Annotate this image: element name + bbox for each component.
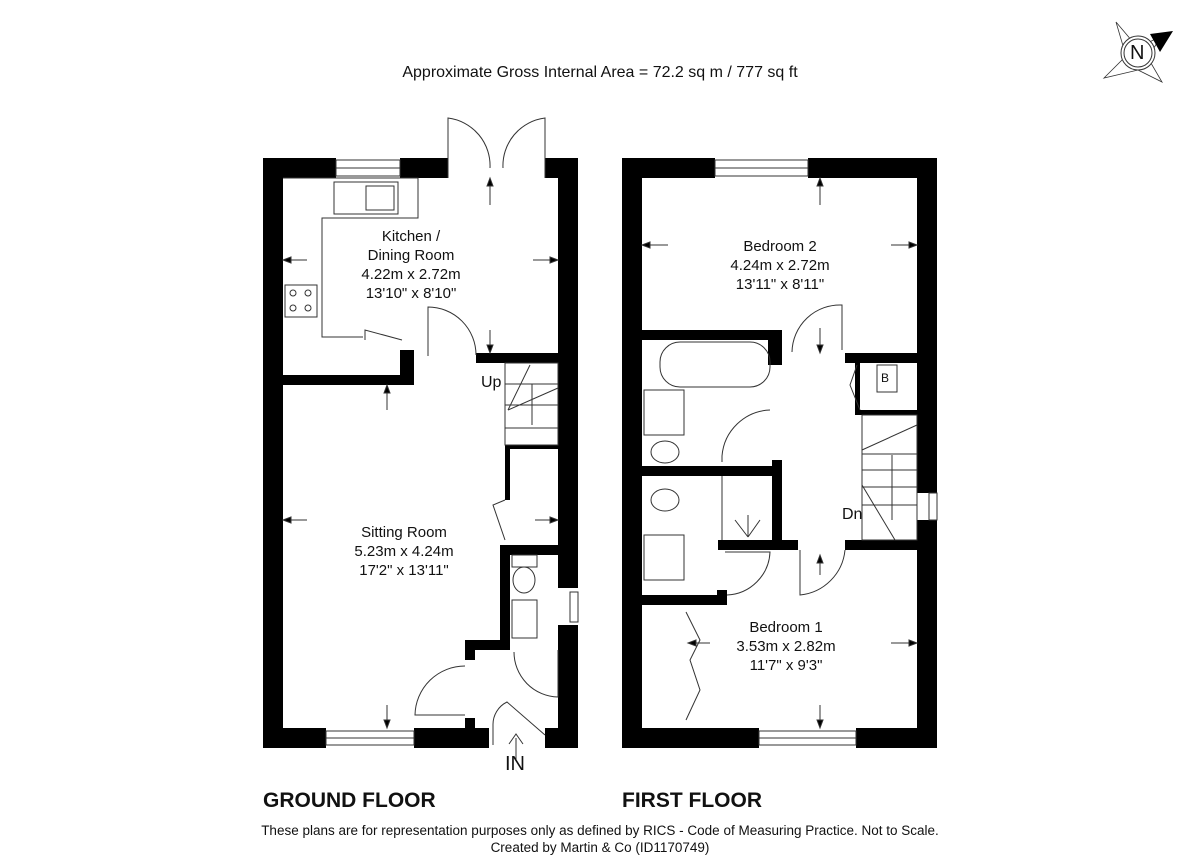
toilet-icon bbox=[650, 488, 680, 512]
credit-text: Created by Martin & Co (ID1170749) bbox=[490, 840, 710, 855]
room-dimensions-imperial: 13'10" x 8'10" bbox=[365, 285, 457, 302]
ground-floor-title: GROUND FLOOR bbox=[263, 789, 436, 812]
shower-icon bbox=[734, 515, 761, 538]
room-name-line2: Dining Room bbox=[367, 247, 455, 264]
room-name: Bedroom 2 bbox=[743, 238, 817, 255]
stairs bbox=[504, 362, 559, 446]
room-dimensions-metric: 4.22m x 2.72m bbox=[361, 266, 461, 283]
room-sitting-room: Sitting Room 5.23m x 4.24m 17'2" x 13'11… bbox=[294, 523, 514, 580]
toilet-icon bbox=[650, 440, 680, 464]
room-dimensions-imperial: 17'2" x 13'11" bbox=[359, 562, 449, 579]
boiler-label: B bbox=[881, 371, 890, 385]
dimension-arrows bbox=[640, 176, 919, 730]
room-bedroom-1: Bedroom 1 3.53m x 2.82m 11'7" x 9'3" bbox=[676, 618, 896, 675]
gross-internal-area: Approximate Gross Internal Area = 72.2 s… bbox=[402, 64, 798, 81]
stairs-up-label: Up bbox=[481, 374, 502, 391]
room-dimensions-metric: 4.24m x 2.72m bbox=[730, 257, 830, 274]
compass-icon bbox=[1102, 21, 1173, 83]
stairs-down-label: Dn bbox=[842, 506, 863, 523]
room-kitchen-dining: Kitchen / Dining Room 4.22m x 2.72m 13'1… bbox=[301, 227, 521, 303]
stairs bbox=[861, 414, 918, 541]
ground-floor-plan bbox=[263, 158, 578, 748]
window bbox=[928, 492, 938, 521]
first-floor-plan bbox=[622, 158, 937, 748]
toilet-icon bbox=[512, 566, 536, 594]
bath-icon bbox=[659, 341, 771, 388]
basin-icon bbox=[643, 389, 685, 436]
disclaimer-text: These plans are for representation purpo… bbox=[261, 823, 939, 838]
room-dimensions-metric: 3.53m x 2.82m bbox=[736, 638, 836, 655]
entrance-arrow-icon bbox=[508, 733, 524, 760]
room-name: Bedroom 1 bbox=[749, 619, 823, 636]
dimension-arrows bbox=[281, 176, 560, 730]
basin-icon bbox=[511, 599, 538, 639]
window bbox=[569, 591, 579, 623]
room-dimensions-metric: 5.23m x 4.24m bbox=[354, 543, 454, 560]
room-name: Kitchen / bbox=[381, 228, 441, 245]
room-dimensions-imperial: 13'11" x 8'11" bbox=[735, 276, 825, 293]
first-floor-title: FIRST FLOOR bbox=[622, 789, 762, 812]
hob-icon bbox=[284, 284, 318, 318]
sink-icon bbox=[333, 181, 399, 215]
entrance-label: IN bbox=[505, 753, 525, 775]
basin-icon bbox=[643, 534, 685, 581]
room-dimensions-imperial: 11'7" x 9'3" bbox=[749, 657, 823, 674]
footer: These plans are for representation purpo… bbox=[0, 822, 1200, 856]
room-name: Sitting Room bbox=[361, 524, 447, 541]
compass-north-label: N bbox=[1130, 42, 1145, 64]
boiler-cupboard bbox=[876, 364, 898, 393]
room-bedroom-2: Bedroom 2 4.24m x 2.72m 13'11" x 8'11" bbox=[670, 237, 890, 294]
